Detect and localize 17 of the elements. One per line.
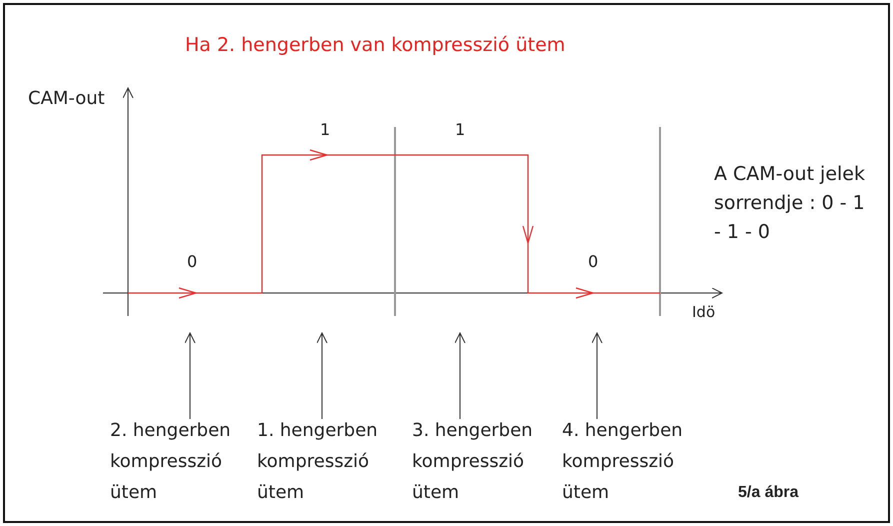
signal-value: 1 — [320, 120, 330, 139]
arrow — [592, 332, 602, 420]
stroke-label: 1. hengerben kompresszió ütem — [257, 415, 397, 508]
axis-label: CAM-out — [28, 88, 105, 109]
stroke-label: 4. hengerben kompresszió ütem — [562, 415, 702, 508]
signal-value: 0 — [187, 252, 198, 271]
signal-value: 0 — [588, 252, 598, 271]
stroke-label: 2. hengerben kompresszió ütem — [110, 415, 250, 508]
arrow — [316, 332, 328, 420]
figure-caption: 5/a ábra — [738, 484, 798, 502]
note-text: A CAM-out jelek sorrendje : 0 - 1 - 1 - 0 — [714, 162, 866, 245]
arrow — [454, 332, 466, 420]
diagram-title: Ha 2. hengerben van kompresszió ütem — [185, 34, 566, 56]
axis-label: Idö — [692, 303, 716, 321]
stroke-label: 3. hengerben kompresszió ütem — [412, 415, 552, 508]
signal-value: 1 — [455, 120, 466, 139]
arrow — [184, 332, 196, 420]
